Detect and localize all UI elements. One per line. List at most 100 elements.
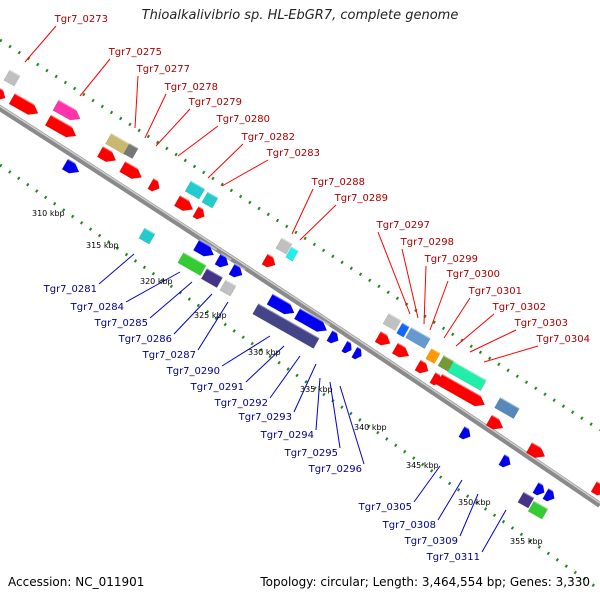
kbp-tick-label: 325 kbp: [194, 311, 227, 320]
genome-backbone-highlight: [0, 105, 600, 504]
gene-arrow: [275, 236, 293, 255]
gene-label-bottom: Tgr7_0294: [260, 430, 314, 441]
gene-label-bottom: Tgr7_0293: [238, 412, 292, 423]
gene-label-top: Tgr7_0301: [468, 286, 522, 297]
leader-line: [401, 248, 419, 319]
label-leader-lines: [24, 25, 539, 553]
leader-line: [293, 363, 317, 413]
gene-label-bottom: Tgr7_0291: [190, 382, 244, 393]
gene-label-bottom: Tgr7_0285: [94, 318, 148, 329]
gene-arrow: [266, 293, 298, 315]
gene-arrow: [542, 487, 558, 502]
gene-label-bottom: Tgr7_0292: [214, 398, 268, 409]
topology-text: Topology: circular; Length: 3,464,554 bp…: [260, 575, 590, 589]
gene-arrow: [341, 339, 355, 354]
gene-arrow: [177, 251, 207, 276]
gene-label-top: Tgr7_0288: [311, 177, 365, 188]
gene-label-top: Tgr7_0289: [334, 193, 388, 204]
leader-line: [443, 297, 471, 339]
gene-arrow: [285, 245, 299, 262]
gene-arrow: [436, 373, 489, 407]
gene-label-top: Tgr7_0302: [492, 302, 546, 313]
kbp-tick-label: 315 kbp: [86, 241, 119, 250]
gene-arrow: [527, 499, 549, 520]
gene-arrow: [261, 252, 279, 268]
leader-line: [469, 329, 517, 353]
gene-arrow: [184, 179, 206, 200]
leader-line: [269, 355, 301, 399]
leader-line: [329, 381, 341, 449]
gene-label-top: Tgr7_0299: [424, 254, 478, 265]
gene-label-top: Tgr7_0297: [376, 220, 430, 231]
kbp-tick-label: 355 kbp: [510, 537, 543, 546]
leader-line: [429, 280, 449, 331]
gene-label-bottom: Tgr7_0305: [358, 502, 412, 513]
gene-arrow: [200, 267, 224, 288]
top-gene-labels: Tgr7_0273Tgr7_0275Tgr7_0277Tgr7_0278Tgr7…: [54, 14, 590, 345]
gene-label-top: Tgr7_0277: [136, 64, 190, 75]
gene-arrow: [105, 132, 132, 155]
kbp-tick-label: 340 kbp: [354, 423, 387, 432]
gene-arrow: [201, 190, 219, 209]
map-title: Thioalkalivibrio sp. HL-EbGR7, complete …: [141, 8, 459, 23]
leader-line: [315, 377, 321, 431]
gene-arrow: [138, 226, 156, 245]
gene-label-top: Tgr7_0304: [536, 334, 590, 345]
leader-line: [177, 125, 219, 157]
gene-arrow: [293, 307, 331, 332]
gene-arrow: [374, 330, 394, 346]
gene-label-bottom: Tgr7_0296: [308, 464, 362, 475]
gene-arrow: [0, 85, 9, 101]
leader-line: [98, 253, 135, 285]
gene-arrow: [228, 262, 246, 278]
gene-arrow: [525, 441, 549, 458]
kbp-tick-label: 350 kbp: [458, 498, 491, 507]
gene-arrow: [532, 481, 548, 496]
gene-arrow: [123, 142, 139, 160]
gene-arrow: [61, 157, 83, 174]
gene-label-top: Tgr7_0278: [164, 82, 218, 93]
leader-line: [423, 265, 427, 325]
leader-line: [155, 108, 191, 147]
top-frame-line: [0, 38, 600, 432]
gene-label-bottom: Tgr7_0295: [284, 448, 338, 459]
gene-arrow: [391, 341, 413, 358]
gene-arrow: [382, 312, 402, 332]
leader-line: [459, 493, 479, 537]
kbp-tick-label: 345 kbp: [406, 461, 439, 470]
gene-arrow: [414, 358, 432, 374]
leader-line: [291, 188, 314, 235]
gene-arrow: [3, 68, 21, 87]
gene-arrow: [119, 160, 146, 179]
gene-label-top: Tgr7_0298: [400, 237, 454, 248]
leader-line: [483, 345, 539, 363]
gene-features: [0, 68, 600, 520]
gene-label-bottom: Tgr7_0281: [43, 284, 97, 295]
gene-arrow: [173, 194, 197, 211]
kbp-tick-label: 310 kbp: [32, 209, 65, 218]
gene-arrow: [351, 345, 365, 360]
gene-label-top: Tgr7_0282: [241, 132, 295, 143]
gene-label-bottom: Tgr7_0284: [70, 302, 124, 313]
gene-arrow: [252, 302, 320, 349]
gene-arrow: [219, 278, 237, 297]
leader-line: [245, 345, 285, 383]
gene-arrow: [192, 205, 208, 220]
gene-label-bottom: Tgr7_0286: [118, 334, 172, 345]
gene-label-top: Tgr7_0280: [216, 114, 270, 125]
gene-arrow: [405, 326, 432, 349]
gene-arrow: [44, 114, 80, 138]
leader-line: [413, 465, 441, 503]
leader-line: [481, 509, 507, 553]
gene-arrow: [458, 425, 474, 440]
gene-label-bottom: Tgr7_0308: [382, 520, 436, 531]
gene-arrow: [425, 347, 441, 365]
kbp-tick-label: 320 kbp: [140, 277, 173, 286]
gene-arrow: [52, 99, 84, 121]
gene-arrow: [590, 480, 600, 496]
genome-backbone: [0, 104, 600, 508]
gene-label-top: Tgr7_0273: [54, 14, 108, 25]
leader-line: [125, 271, 181, 303]
gene-arrow: [494, 396, 521, 419]
